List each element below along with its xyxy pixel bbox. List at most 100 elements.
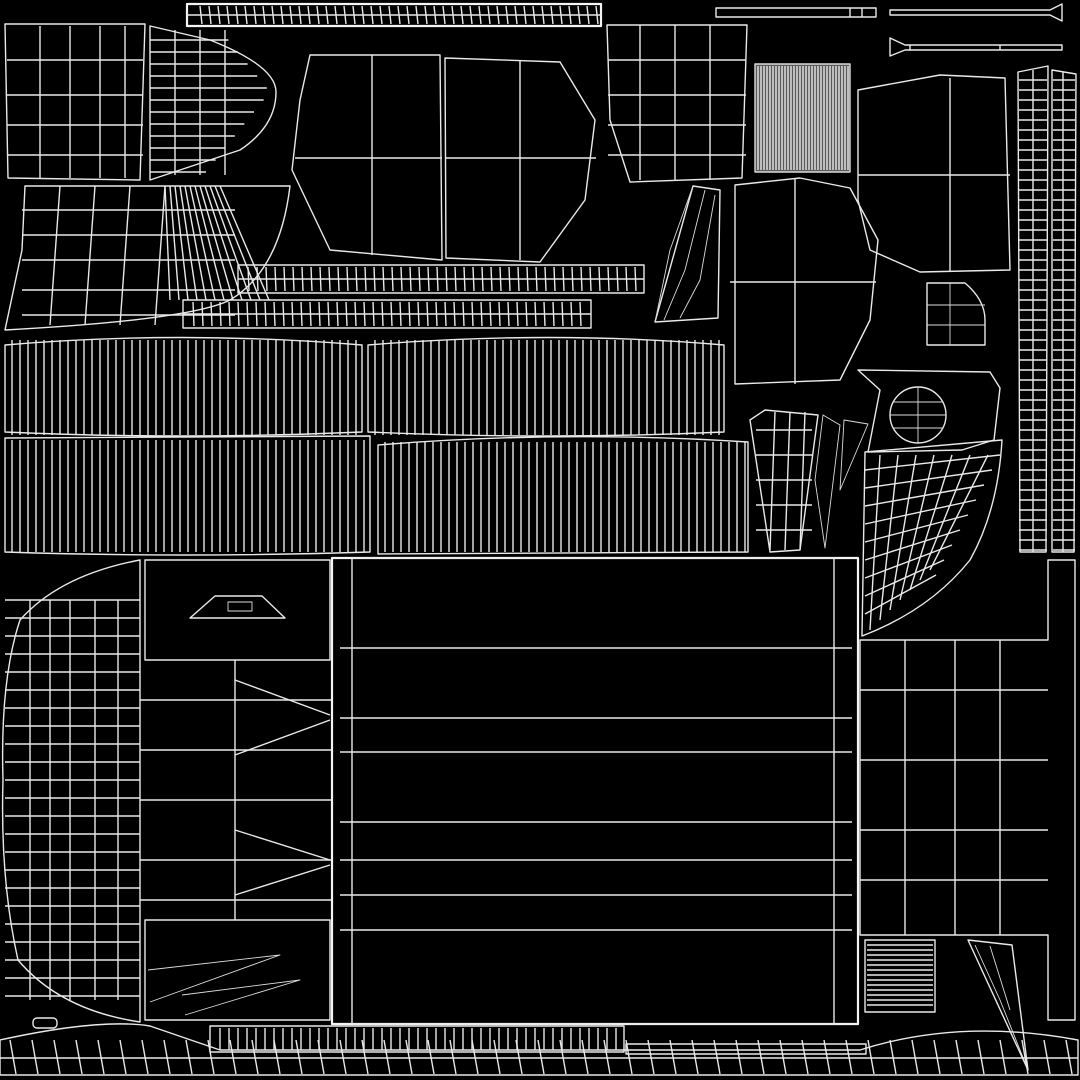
wire-edge <box>869 454 881 631</box>
wire-edge <box>581 1039 589 1075</box>
top-strip-island <box>185 2 603 28</box>
wire-edge <box>911 1039 919 1075</box>
wire-edge <box>999 1039 1007 1075</box>
wire-edge <box>53 1039 61 1075</box>
right-center-round-island <box>730 177 879 385</box>
wire-edge <box>449 1039 457 1075</box>
wire-edge <box>879 454 899 621</box>
wire-edge <box>119 185 131 326</box>
wire-edge <box>864 574 937 615</box>
wire-edge <box>234 719 331 756</box>
wire-edge <box>295 1039 303 1075</box>
top-right-thin-strip-island <box>715 3 1063 22</box>
wire-edge <box>234 864 331 896</box>
wire-edge <box>405 1039 413 1075</box>
nozzle-island <box>749 409 869 553</box>
wire-edge <box>164 185 171 301</box>
wire-edge <box>75 1039 83 1075</box>
wire-edge <box>194 185 225 301</box>
wire-edge <box>919 454 971 581</box>
wire-edge <box>1065 1039 1073 1075</box>
wire-edge <box>647 1039 655 1075</box>
right-vertical-strip-islands <box>1017 65 1077 553</box>
wire-edge <box>361 1039 369 1075</box>
bottom-left-curved-island <box>1 559 141 1023</box>
wire-edge <box>867 1039 875 1075</box>
wire-edge <box>1043 1039 1051 1075</box>
wire-edge <box>273 1039 281 1075</box>
wire-edge <box>234 829 331 861</box>
wire-edge <box>179 185 198 301</box>
wire-edge <box>845 1039 853 1075</box>
upper-left-fan-island <box>4 185 291 331</box>
left-panel-fan-lines <box>140 660 332 920</box>
wire-edge <box>779 1039 787 1075</box>
wire-edge <box>757 1039 765 1075</box>
wire-edge <box>515 1039 523 1075</box>
wire-edge <box>163 1039 171 1075</box>
wire-edge <box>204 185 243 301</box>
wire-edge <box>31 1039 39 1075</box>
wire-edge <box>154 185 166 326</box>
middle-short-strip-island <box>182 299 592 329</box>
wire-edge <box>889 1039 897 1075</box>
wire-edge <box>493 1039 501 1075</box>
top-left-box-island <box>4 23 146 181</box>
wire-edge <box>559 1039 567 1075</box>
wire-edge <box>185 1039 193 1075</box>
wire-edge <box>219 185 270 301</box>
wire-edge <box>251 1039 259 1075</box>
middle-long-strip-island <box>237 264 645 294</box>
wire-edge <box>625 1039 633 1075</box>
thin-triangle-island <box>654 185 721 323</box>
right-round-island <box>857 74 1011 273</box>
wire-edge <box>801 1039 809 1075</box>
wire-edge <box>383 1039 391 1075</box>
wire-edge <box>317 1039 325 1075</box>
wire-edge <box>929 454 989 571</box>
wire-edge <box>603 1039 611 1075</box>
wire-edge <box>889 454 917 611</box>
wire-edge <box>169 185 180 301</box>
wire-edge <box>214 185 261 301</box>
wire-edge <box>471 1039 479 1075</box>
wire-edge <box>229 1039 237 1075</box>
top-right-tapered-strip-island <box>889 37 1063 57</box>
center-round-left-island <box>291 54 443 261</box>
wire-edge <box>823 1039 831 1075</box>
wire-edge <box>427 1039 435 1075</box>
wire-edge <box>1021 1039 1029 1075</box>
wire-edge <box>691 1039 699 1075</box>
wire-edge <box>339 1039 347 1075</box>
wire-edge <box>955 1039 963 1075</box>
top-center-box-island <box>606 24 748 183</box>
wire-edge <box>735 1039 743 1075</box>
wire-edge <box>184 185 207 301</box>
wire-edge <box>189 185 216 301</box>
wire-edge <box>933 1039 941 1075</box>
wire-edge <box>977 1039 985 1075</box>
wire-edge <box>909 454 953 591</box>
wire-edge <box>9 1039 17 1075</box>
ribbed-cylinder-islands <box>4 336 749 556</box>
bottom-left-small-islands <box>32 559 331 1029</box>
wire-edge <box>84 185 96 326</box>
top-left-curved-island <box>149 25 277 181</box>
small-dense-square-island <box>754 63 851 173</box>
wire-edge <box>537 1039 545 1075</box>
wire-edge <box>234 679 331 716</box>
circle-bracket-island <box>857 369 1001 453</box>
wire-edge <box>899 454 935 601</box>
wire-edge <box>209 185 252 301</box>
right-lower-panel-island <box>859 559 1076 1071</box>
bottom-strip-islands <box>0 1023 1079 1076</box>
small-curved-box-island <box>926 282 986 346</box>
side-curved-patch-island <box>861 439 1003 637</box>
wire-edge <box>49 185 61 326</box>
wire-edge <box>784 411 791 551</box>
wire-edge <box>713 1039 721 1075</box>
wire-edge <box>119 1039 127 1075</box>
wire-edge <box>174 185 189 301</box>
wire-edge <box>141 1039 149 1075</box>
